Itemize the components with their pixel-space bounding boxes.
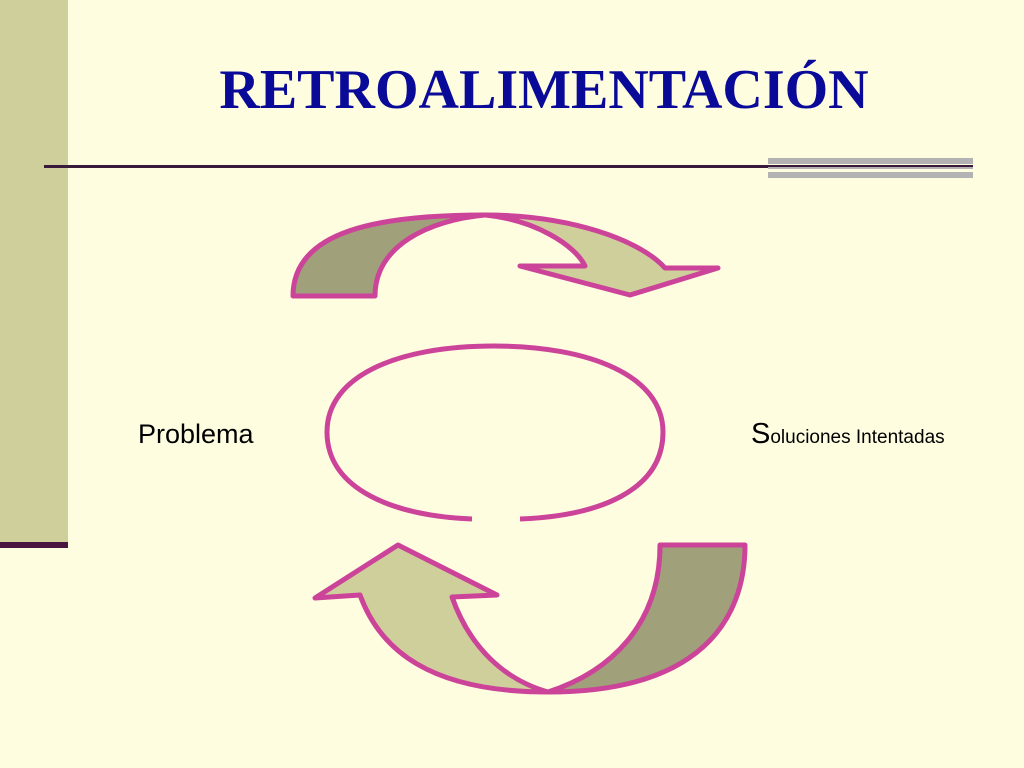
top-arrow-body-left (290, 212, 488, 299)
solutions-label-initial: S (751, 418, 771, 450)
title-divider (44, 165, 973, 168)
bottom-arrow-body-right (545, 542, 748, 695)
problem-label: Problema (138, 419, 254, 449)
center-loop (324, 343, 666, 522)
side-accent-rule (0, 542, 68, 548)
solutions-label: Soluciones Intentadas (751, 418, 945, 451)
top-arrow-body-right (482, 212, 721, 298)
side-accent-bar (0, 0, 68, 542)
solutions-label-rest: oluciones Intentadas (770, 427, 945, 448)
bottom-arrow-body-left (312, 542, 551, 695)
title-divider-accent (768, 158, 973, 178)
slide-title: RETROALIMENTACIÓN (219, 59, 869, 121)
